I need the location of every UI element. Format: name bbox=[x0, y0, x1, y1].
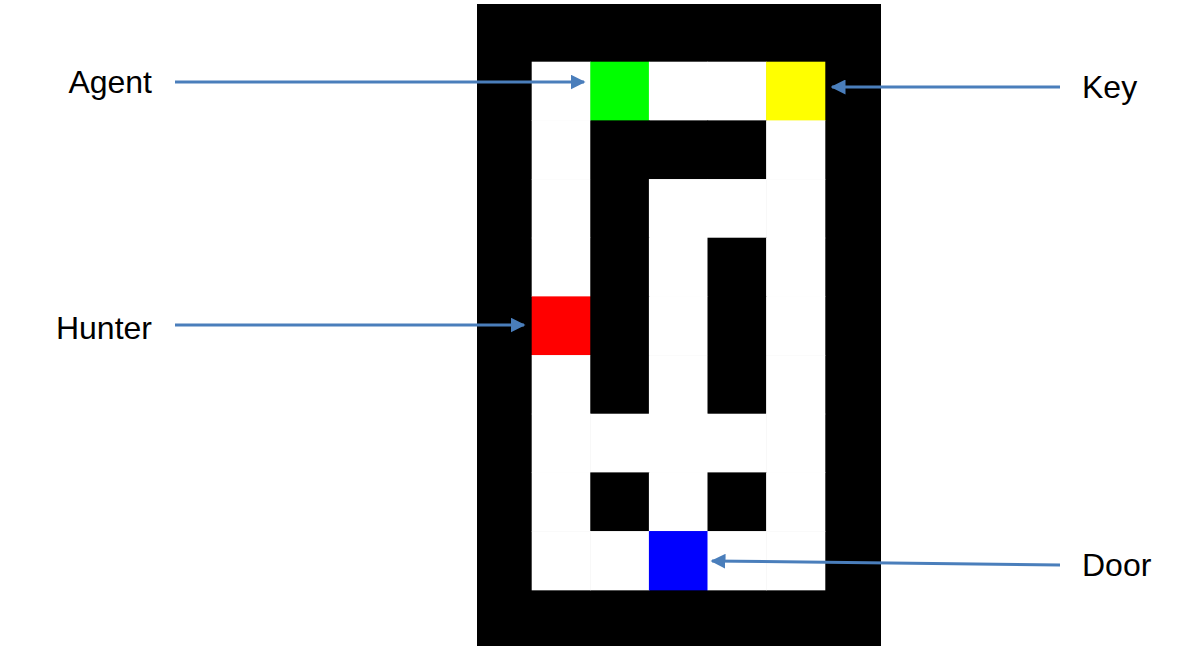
wall-cell bbox=[590, 296, 649, 355]
floor-cell bbox=[708, 179, 767, 238]
floor-cell bbox=[708, 414, 767, 473]
floor-cell bbox=[766, 238, 825, 297]
wall-cell bbox=[590, 355, 649, 414]
floor-cell bbox=[532, 179, 591, 238]
hunter-cell bbox=[532, 296, 591, 355]
wall-cell bbox=[590, 179, 649, 238]
floor-cell bbox=[590, 414, 649, 473]
floor-cell bbox=[532, 120, 591, 179]
door-cell bbox=[649, 531, 708, 590]
floor-cell bbox=[766, 179, 825, 238]
outer-wall bbox=[477, 4, 881, 646]
floor-cell bbox=[766, 472, 825, 531]
wall-cell bbox=[590, 238, 649, 297]
floor-cell bbox=[766, 355, 825, 414]
key-cell bbox=[766, 62, 825, 121]
wall-cell bbox=[708, 296, 767, 355]
wall-cell bbox=[708, 472, 767, 531]
floor-cell bbox=[708, 62, 767, 121]
floor-cell bbox=[532, 531, 591, 590]
floor-cell bbox=[766, 120, 825, 179]
floor-cell bbox=[649, 296, 708, 355]
floor-cell bbox=[532, 62, 591, 121]
leader-arrow bbox=[832, 86, 1060, 89]
callout-label: Key bbox=[1082, 69, 1137, 106]
wall-cell bbox=[708, 238, 767, 297]
callout-label: Door bbox=[1082, 547, 1151, 584]
floor-cell bbox=[590, 531, 649, 590]
floor-cell bbox=[649, 355, 708, 414]
floor-cell bbox=[766, 414, 825, 473]
floor-cell bbox=[649, 179, 708, 238]
floor-cell bbox=[532, 355, 591, 414]
floor-cell bbox=[532, 414, 591, 473]
wall-cell bbox=[590, 472, 649, 531]
leader-arrow bbox=[712, 561, 1060, 565]
leader-arrow bbox=[175, 324, 524, 327]
callout-label: Agent bbox=[68, 64, 152, 101]
wall-cell bbox=[708, 120, 767, 179]
floor-cell bbox=[766, 296, 825, 355]
callout-label: Hunter bbox=[56, 310, 152, 347]
floor-cell bbox=[532, 472, 591, 531]
wall-cell bbox=[590, 120, 649, 179]
floor-cell bbox=[649, 62, 708, 121]
leader-arrow bbox=[175, 81, 584, 84]
wall-cell bbox=[649, 120, 708, 179]
floor-cell bbox=[649, 472, 708, 531]
floor-cell bbox=[649, 414, 708, 473]
floor-cell bbox=[649, 238, 708, 297]
maze-grid bbox=[477, 4, 881, 646]
wall-cell bbox=[708, 355, 767, 414]
agent-cell bbox=[590, 62, 649, 121]
floor-cell bbox=[532, 238, 591, 297]
